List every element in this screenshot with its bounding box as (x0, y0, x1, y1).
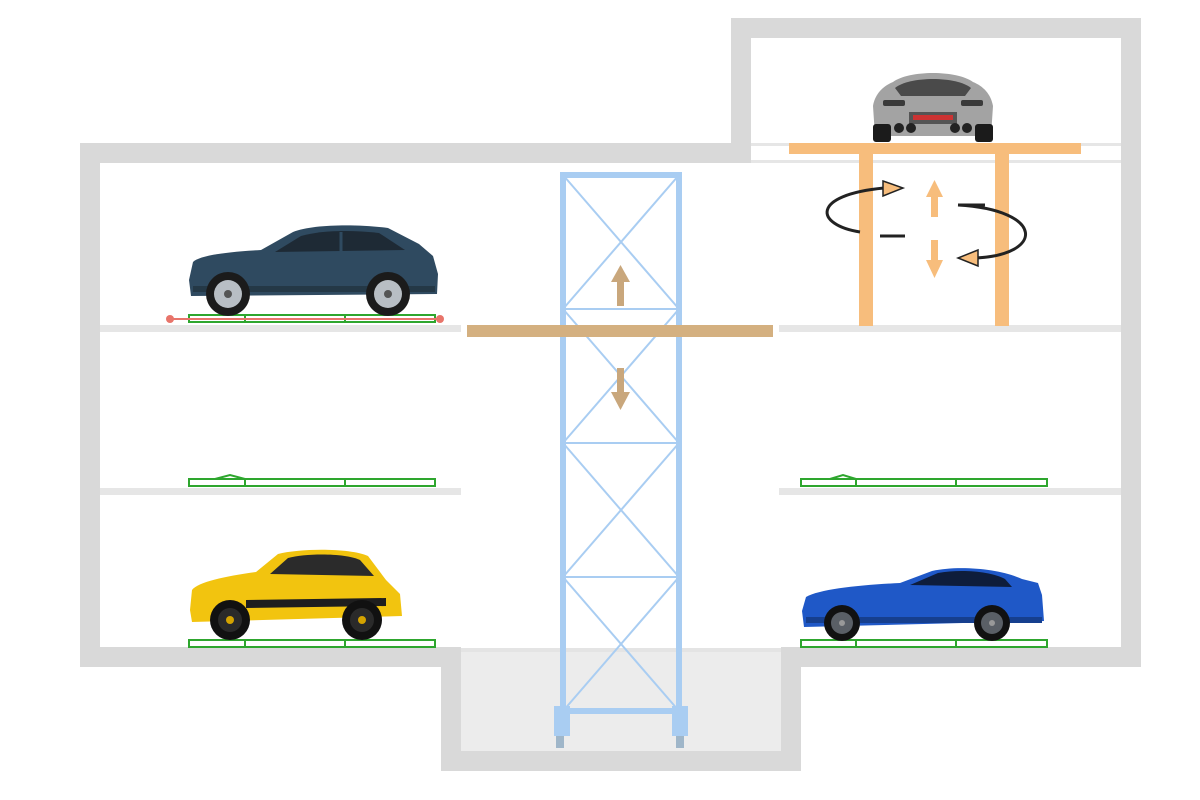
car-rear-icon (873, 73, 993, 142)
hatchback-window (270, 554, 374, 576)
turntable-platform (789, 143, 1081, 154)
turntable (789, 143, 1081, 326)
lift-leg-right (676, 736, 684, 748)
lift-tower-bracing (562, 174, 680, 712)
slab-right-top (779, 325, 1121, 332)
rotate-arrowhead-bottom (955, 248, 979, 268)
suv-wheel-front (206, 272, 250, 316)
hatchback-wheel-front (210, 600, 250, 640)
pallet-left-middle (188, 473, 436, 487)
turntable-arrows (825, 179, 1028, 278)
suv-side-icon (189, 225, 438, 316)
slab-turntable-level-2 (751, 160, 1121, 163)
turntable-arrow-up-icon (926, 180, 943, 217)
coupe-side-icon (802, 568, 1044, 641)
building-outline (80, 18, 1141, 771)
building-shell (80, 18, 1141, 771)
pallet-left-bottom (188, 639, 436, 648)
rotate-arrowhead-top (882, 179, 906, 198)
lift-pit (461, 650, 781, 751)
lift-foot-right (672, 706, 688, 736)
transfer-rail (166, 315, 444, 323)
suv-wheel-rear (366, 272, 410, 316)
arrow-up-icon (611, 265, 630, 306)
coupe-wheel-front (824, 605, 860, 641)
hatchback-wheel-rear (342, 600, 382, 640)
gt-rear-window (895, 79, 971, 96)
pallet-right-middle (800, 473, 1048, 487)
rotate-arrow-icon (825, 186, 1028, 260)
lift-platform (467, 325, 773, 337)
lift-arrows (611, 265, 630, 410)
arrow-down-icon (611, 368, 630, 410)
lift-tower (554, 172, 688, 748)
pit-floor-line (461, 648, 781, 652)
slab-left-middle (100, 488, 461, 495)
slab-right-middle (779, 488, 1121, 495)
lift-foot-left (554, 706, 570, 736)
slab-left-top (100, 325, 461, 332)
coupe-wheel-rear (974, 605, 1010, 641)
turntable-post-left (859, 154, 873, 326)
lift-leg-left (556, 736, 564, 748)
coupe-window (910, 571, 1012, 587)
turntable-post-right (995, 154, 1009, 326)
hatchback-side-icon (190, 549, 402, 640)
turntable-arrow-down-icon (926, 240, 943, 278)
pallet-right-bottom (800, 639, 1048, 648)
